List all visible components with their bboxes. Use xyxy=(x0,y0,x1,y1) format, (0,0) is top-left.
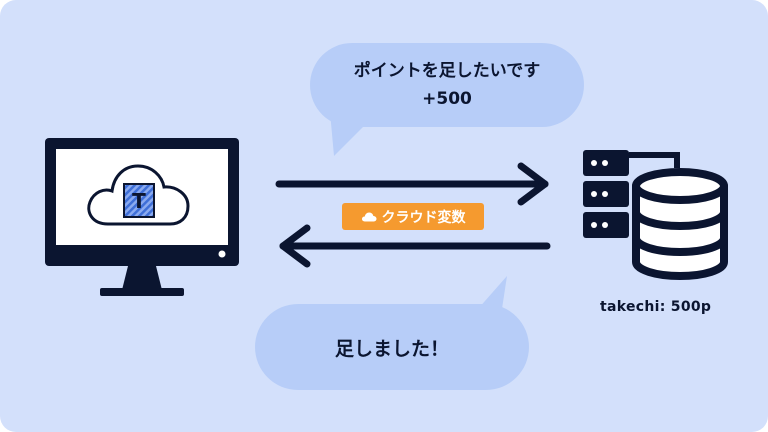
request-arrow xyxy=(275,162,549,206)
cloud-variable-tag: クラウド変数 xyxy=(342,203,484,230)
request-bubble-line2: +500 xyxy=(422,89,472,109)
app-icon-letter: T xyxy=(132,189,146,213)
reply-arrow xyxy=(279,224,551,268)
request-bubble: ポイントを足したいです +500 xyxy=(310,43,584,127)
database-server-icon xyxy=(583,150,728,280)
server-caption: takechi: 500p xyxy=(600,299,712,315)
reply-bubble-text: 足しました！ xyxy=(334,337,449,360)
cloud-variable-label: クラウド変数 xyxy=(381,209,466,226)
app-cloud-icon: T xyxy=(87,164,190,226)
reply-bubble: 足しました！ xyxy=(255,304,529,390)
monitor-icon: T xyxy=(45,138,239,296)
request-bubble-line1: ポイントを足したいです xyxy=(353,61,541,81)
cloud-icon xyxy=(361,211,377,222)
